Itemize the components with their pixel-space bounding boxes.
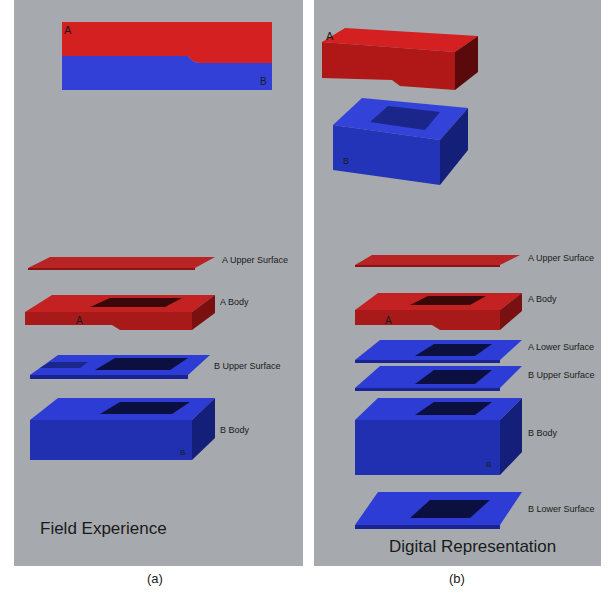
layer-label: A Body <box>220 297 249 307</box>
layer-label: A Lower Surface <box>528 342 594 352</box>
subfigure-label: (b) <box>449 572 465 587</box>
block-b-side <box>440 108 468 185</box>
b-lower-surface-edge <box>355 525 500 529</box>
layer-label: B Lower Surface <box>528 504 595 514</box>
block-letter: B <box>260 76 267 88</box>
b-body-front <box>30 420 192 460</box>
block-letter: B <box>486 460 491 469</box>
b-upper-recess <box>415 370 492 384</box>
b-lower-recess <box>410 500 490 518</box>
b-upper-recess <box>95 358 188 370</box>
block-letter: B <box>343 156 349 166</box>
panel-title: Field Experience <box>40 519 167 539</box>
b-body-front <box>355 420 500 475</box>
a-body-side <box>500 293 522 330</box>
layer-label: B Body <box>220 425 249 435</box>
a-body-recess <box>90 298 182 307</box>
panel-a-ground <box>14 0 303 566</box>
block-b-section <box>62 56 272 90</box>
b-upper-surface-edge <box>30 375 188 379</box>
b-body-side <box>192 398 215 460</box>
block-letter: A <box>326 30 333 43</box>
layer-label: B Body <box>528 428 557 438</box>
layer-label: A Body <box>528 294 557 304</box>
a-body-front <box>355 310 500 330</box>
block-a-side <box>455 36 478 90</box>
a-body-front <box>25 312 192 330</box>
b-upper-step <box>40 362 88 368</box>
a-body-top <box>25 295 215 312</box>
a-upper-surface <box>28 257 215 268</box>
a-lower-recess <box>415 344 492 356</box>
b-upper-surface <box>30 355 210 375</box>
a-upper-surface-edge <box>28 268 195 270</box>
layer-label: A Upper Surface <box>528 253 594 263</box>
block-letter: A <box>64 24 71 37</box>
b-body-recess <box>415 402 492 415</box>
block-letter: A <box>76 315 83 327</box>
b-body-recess <box>100 402 190 414</box>
layer-label: A Upper Surface <box>222 255 288 265</box>
a-body-top <box>355 293 522 310</box>
a-lower-surface-edge <box>355 360 500 363</box>
block-a-front <box>322 42 455 90</box>
b-body-top <box>355 398 522 420</box>
b-lower-surface <box>355 492 522 525</box>
layer-label: B Upper Surface <box>214 361 281 371</box>
a-body-recess <box>410 296 486 305</box>
a-body-side <box>192 295 215 330</box>
b-upper-surface <box>355 366 522 388</box>
block-letter: A <box>385 315 392 327</box>
block-b-recess <box>370 106 440 130</box>
panel-title: Digital Representation <box>389 537 556 557</box>
a-upper-surface-edge <box>355 265 500 267</box>
b-body-side <box>500 398 522 475</box>
block-letter: B <box>180 448 185 457</box>
panel-b-ground <box>314 0 601 566</box>
subfigure-label: (a) <box>147 572 163 587</box>
block-b-front <box>333 125 440 185</box>
b-upper-surface-edge <box>355 388 500 391</box>
layer-label: B Upper Surface <box>528 370 595 380</box>
a-upper-surface <box>355 255 520 265</box>
a-lower-surface <box>355 340 522 360</box>
b-body-top <box>30 398 215 420</box>
